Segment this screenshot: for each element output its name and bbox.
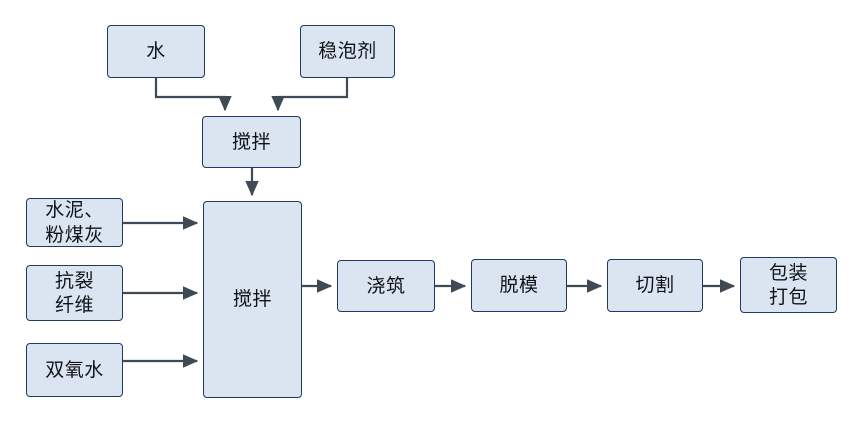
node-cutting[interactable]: 切割 [607,259,703,312]
node-hydrogen-peroxide[interactable]: 双氧水 [26,343,123,397]
node-foam-stabilizer[interactable]: 稳泡剂 [300,25,395,78]
node-cement-flyash[interactable]: 水泥、 粉煤灰 [26,198,123,247]
node-packing[interactable]: 包装 打包 [740,257,837,313]
edge-foam-stabilizer-to-mix1 [271,78,349,112]
node-anticrack-fiber[interactable]: 抗裂 纤维 [26,265,123,321]
edge-water-to-mix1 [154,78,232,112]
node-mix-2[interactable]: 搅拌 [203,201,302,398]
node-casting[interactable]: 浇筑 [337,260,435,312]
node-mix-1[interactable]: 搅拌 [202,116,301,168]
node-demolding[interactable]: 脱模 [471,259,567,312]
node-water[interactable]: 水 [107,25,205,78]
